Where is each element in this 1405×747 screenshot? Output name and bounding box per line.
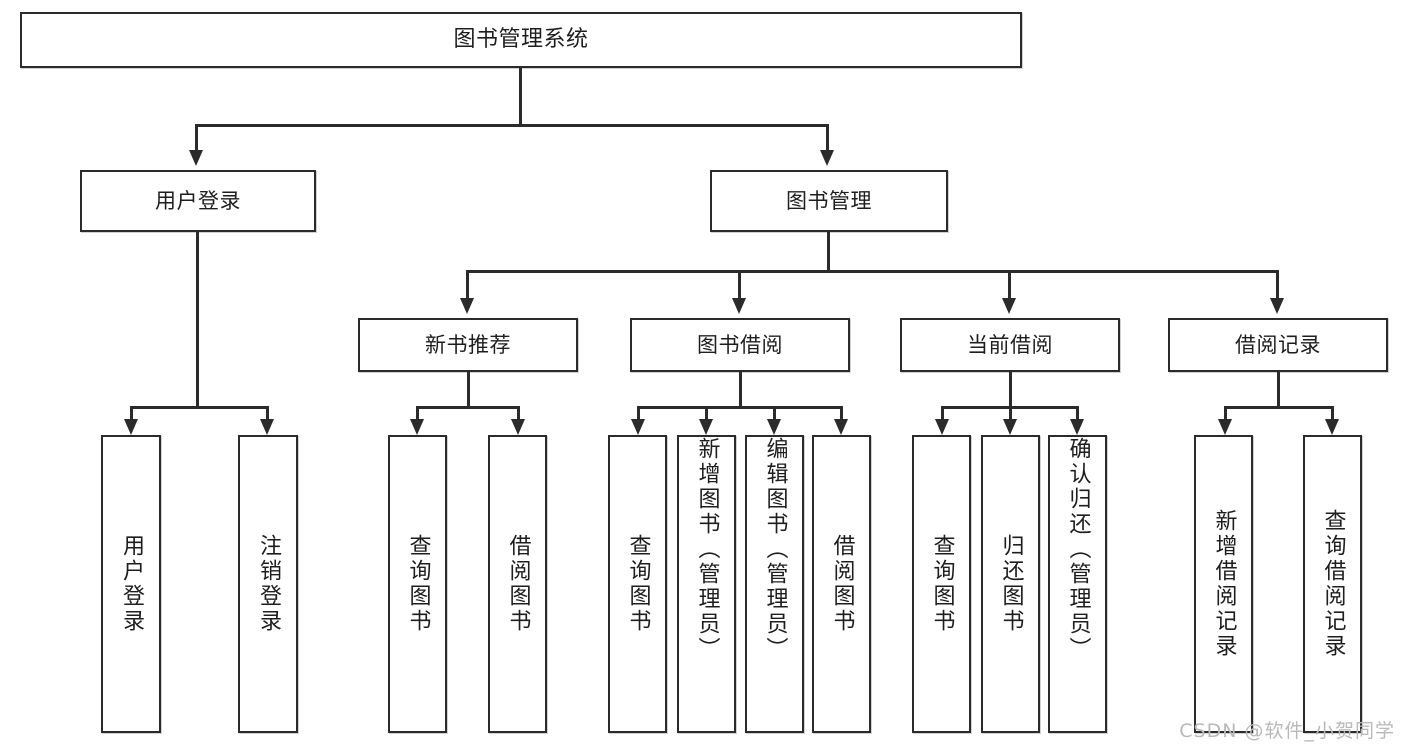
arrowhead-book-manage	[820, 150, 834, 166]
arrowhead-new-book-recommend	[460, 298, 474, 314]
node-leaf-query-borrow-record[interactable]: 查询借阅记录	[1303, 435, 1362, 733]
connector-drop-book-borrow	[738, 270, 741, 298]
node-leaf-add-book-admin[interactable]: 新增图书（管理员）	[677, 435, 736, 733]
connector-drop-leaf-query-record	[1331, 406, 1334, 419]
node-label: 查询图书	[625, 534, 651, 634]
arrowhead-leaf-borrow-book-2	[834, 419, 848, 435]
connector-drop-leaf-user-login	[130, 406, 133, 419]
connector-drop-leaf-edit-book	[773, 406, 776, 419]
node-leaf-edit-book-admin[interactable]: 编辑图书（管理员）	[745, 435, 804, 733]
node-label: 新增借阅记录	[1211, 509, 1237, 659]
arrowhead-leaf-query-book-3	[935, 419, 949, 435]
connector-new-book-recommend-stem	[467, 372, 470, 408]
node-leaf-query-book-borrow[interactable]: 查询图书	[608, 435, 667, 733]
node-label: 图书管理系统	[453, 27, 589, 53]
node-leaf-return-book[interactable]: 归还图书	[981, 435, 1040, 733]
arrowhead-leaf-borrow-book-1	[511, 419, 525, 435]
node-leaf-query-book-current[interactable]: 查询图书	[912, 435, 971, 733]
arrowhead-leaf-return-book	[1003, 419, 1017, 435]
connector-drop-borrow-record	[1276, 270, 1279, 298]
node-label: 用户登录	[118, 534, 144, 634]
node-label: 图书管理	[786, 188, 872, 213]
connector-drop-book-manage	[826, 124, 829, 150]
arrowhead-leaf-add-record	[1218, 419, 1232, 435]
arrowhead-leaf-edit-book	[767, 419, 781, 435]
node-label: 用户登录	[155, 188, 241, 213]
node-user-login[interactable]: 用户登录	[80, 170, 316, 232]
connector-drop-leaf-add-book	[705, 406, 708, 419]
connector-level3-bus	[466, 270, 1278, 273]
node-book-borrow[interactable]: 图书借阅	[630, 318, 850, 372]
node-borrow-record[interactable]: 借阅记录	[1168, 318, 1388, 372]
connector-root-stem	[519, 68, 522, 124]
arrowhead-leaf-query-book-1	[410, 419, 424, 435]
connector-user-login-bus	[130, 406, 268, 409]
node-root-book-management-system[interactable]: 图书管理系统	[20, 12, 1022, 68]
node-book-management[interactable]: 图书管理	[710, 170, 948, 232]
node-label: 借阅图书	[505, 534, 531, 634]
connector-drop-leaf-query-book-2	[637, 406, 640, 419]
connector-book-borrow-bus	[637, 406, 843, 409]
connector-level2-bus	[195, 124, 828, 127]
arrowhead-leaf-user-login	[124, 419, 138, 435]
node-label: 图书借阅	[697, 332, 783, 357]
node-label: 借阅记录	[1235, 332, 1321, 357]
connector-drop-leaf-add-record	[1224, 406, 1227, 419]
node-label: 当前借阅	[967, 332, 1053, 357]
node-current-borrow[interactable]: 当前借阅	[900, 318, 1120, 372]
node-leaf-user-logout[interactable]: 注销登录	[238, 435, 298, 733]
node-leaf-user-login[interactable]: 用户登录	[101, 435, 161, 733]
node-new-book-recommend[interactable]: 新书推荐	[358, 318, 578, 372]
arrowhead-current-borrow	[1002, 298, 1016, 314]
node-label: 新增图书（管理员）	[694, 437, 720, 662]
connector-drop-leaf-borrow-book-1	[517, 406, 520, 419]
arrowhead-user-login	[189, 150, 203, 166]
connector-drop-leaf-borrow-book-2	[840, 406, 843, 419]
arrowhead-leaf-confirm-return	[1070, 419, 1084, 435]
node-label: 编辑图书（管理员）	[762, 437, 788, 662]
node-leaf-borrow-book-new[interactable]: 借阅图书	[488, 435, 547, 733]
watermark-text: CSDN @软件_小贺同学	[1179, 720, 1395, 742]
connector-drop-leaf-return-book	[1009, 406, 1012, 419]
arrowhead-leaf-user-logout	[260, 419, 274, 435]
connector-drop-current-borrow	[1008, 270, 1011, 298]
node-leaf-confirm-return-admin[interactable]: 确认归还（管理员）	[1048, 435, 1107, 733]
node-label: 确认归还（管理员）	[1065, 437, 1091, 662]
arrowhead-leaf-query-book-2	[631, 419, 645, 435]
node-leaf-query-book-new[interactable]: 查询图书	[388, 435, 447, 733]
connector-drop-leaf-query-book-3	[941, 406, 944, 419]
connector-current-borrow-stem	[1009, 372, 1012, 408]
connector-drop-leaf-confirm-return	[1076, 406, 1079, 419]
connector-new-book-recommend-bus	[416, 406, 520, 409]
node-label: 归还图书	[998, 534, 1024, 634]
arrowhead-book-borrow	[732, 298, 746, 314]
node-label: 查询借阅记录	[1320, 509, 1346, 659]
connector-borrow-record-stem	[1277, 372, 1280, 408]
connector-book-borrow-stem	[739, 372, 742, 408]
connector-borrow-record-bus	[1224, 406, 1334, 409]
connector-drop-leaf-query-book-1	[416, 406, 419, 419]
node-leaf-borrow-book-borrow[interactable]: 借阅图书	[812, 435, 871, 733]
node-label: 注销登录	[255, 534, 281, 634]
connector-user-login-stem	[196, 232, 199, 408]
node-label: 新书推荐	[425, 332, 511, 357]
connector-book-manage-stem	[827, 232, 830, 272]
arrowhead-leaf-add-book	[699, 419, 713, 435]
node-label: 借阅图书	[829, 534, 855, 634]
connector-drop-new-book-recommend	[466, 270, 469, 298]
node-leaf-add-borrow-record[interactable]: 新增借阅记录	[1194, 435, 1253, 733]
node-label: 查询图书	[405, 534, 431, 634]
arrowhead-borrow-record	[1270, 298, 1284, 314]
connector-drop-leaf-user-logout	[266, 406, 269, 419]
connector-drop-user-login	[195, 124, 198, 150]
node-label: 查询图书	[929, 534, 955, 634]
arrowhead-leaf-query-record	[1325, 419, 1339, 435]
